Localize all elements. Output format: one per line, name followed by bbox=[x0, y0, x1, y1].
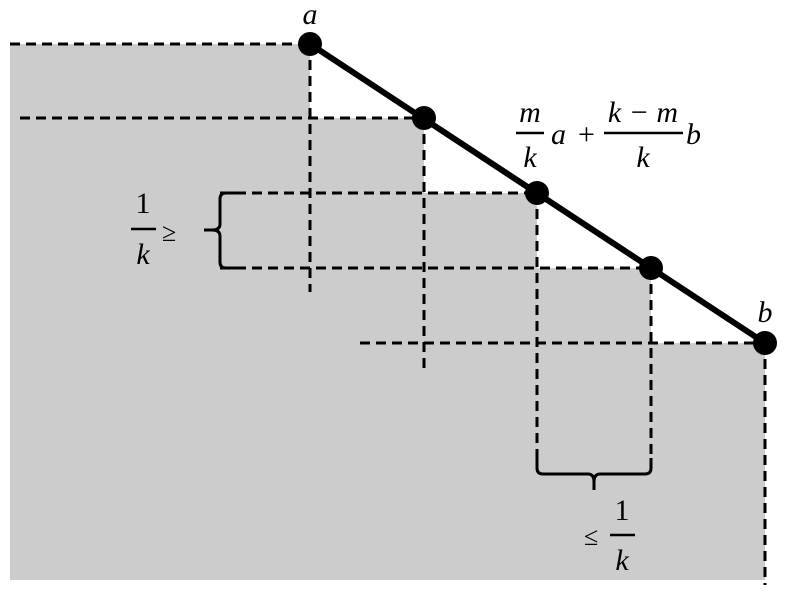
point-4 bbox=[639, 256, 663, 280]
formula-k-minus-m: k − m bbox=[608, 96, 678, 129]
label-b: b bbox=[758, 296, 773, 329]
formula-m: m bbox=[519, 96, 541, 129]
formula-b: b bbox=[686, 118, 701, 151]
point-a bbox=[298, 32, 322, 56]
bottom-denominator: k bbox=[615, 544, 629, 577]
formula-k1: k bbox=[523, 141, 537, 174]
left-numerator: 1 bbox=[136, 187, 151, 220]
point-2 bbox=[412, 106, 436, 130]
points bbox=[298, 32, 777, 355]
dashed-guides bbox=[10, 42, 767, 585]
bottom-relation: ≤ bbox=[584, 522, 598, 551]
bottom-numerator: 1 bbox=[615, 494, 630, 527]
bottom-brace bbox=[535, 458, 653, 490]
formula-k2: k bbox=[636, 141, 650, 174]
point-b bbox=[753, 331, 777, 355]
bottom-bound-label: ≤ 1 k bbox=[584, 494, 635, 577]
formula-a: a bbox=[551, 118, 566, 151]
formula-plus: + bbox=[578, 118, 595, 151]
left-bound-label: 1 k ≥ bbox=[131, 187, 176, 271]
left-brace bbox=[204, 191, 236, 270]
label-a: a bbox=[303, 0, 318, 31]
left-relation: ≥ bbox=[162, 218, 176, 247]
midpoint-formula: m k a + k − m k b bbox=[516, 96, 701, 174]
shaded-region bbox=[10, 44, 765, 580]
point-3 bbox=[525, 181, 549, 205]
left-denominator: k bbox=[136, 238, 150, 271]
